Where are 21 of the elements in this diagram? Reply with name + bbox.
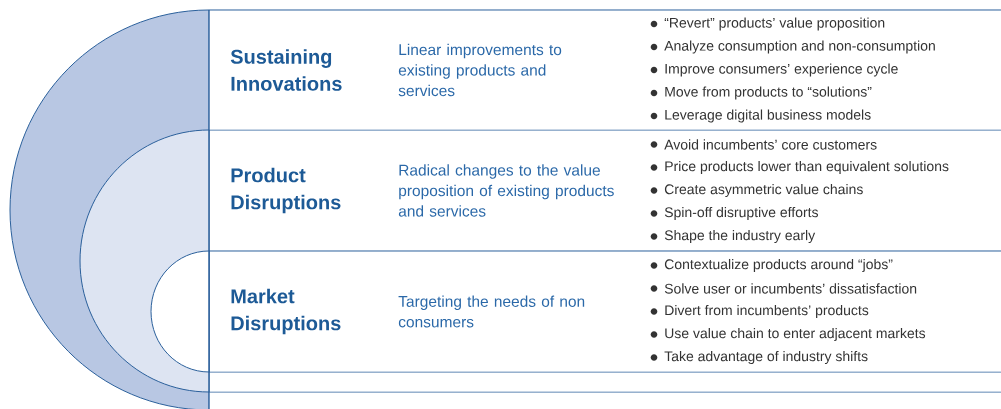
description-text: Radical changes to the value proposition of existing products and services (398, 164, 614, 217)
bullet-item: Avoid incumbents’ core customers (664, 139, 877, 150)
bullet-item: Divert from incumbents’ products (665, 304, 869, 318)
bullet-item: Price products lower than equivalent solutions (665, 160, 949, 174)
description-text: Linear improvements to existing products and services (398, 43, 562, 97)
category-heading: Market Disruptions (231, 288, 341, 335)
bullet-item: Leverage digital business models (665, 109, 871, 123)
bullet-item: Improve consumers’ experience cycle (665, 63, 898, 77)
bullet-item: Create asymmetric value chains (664, 183, 863, 197)
bullet-item: Use value chain to enter adjacent markets (665, 327, 926, 341)
category-heading: Sustaining Innovations (230, 49, 342, 91)
bullet-item: Take advantage of industry shifts (664, 350, 868, 364)
category-heading: Product Disruptions (231, 167, 341, 214)
description-text: Targeting the needs of non consumers (398, 295, 585, 328)
bullet-item: Move from products to “solutions” (665, 86, 872, 100)
bullet-item: Solve user or incumbents’ dissatisfaction (664, 283, 917, 294)
bullet-item: Analyze consumption and non-consumption (664, 40, 935, 54)
bullet-item: Contextualize products around “jobs” (664, 258, 893, 272)
bullet-item: Shape the industry early (664, 229, 816, 243)
bullet-item: “Revert” products’ value proposition (664, 17, 885, 31)
bullet-item: Spin-off disruptive efforts (664, 206, 819, 220)
